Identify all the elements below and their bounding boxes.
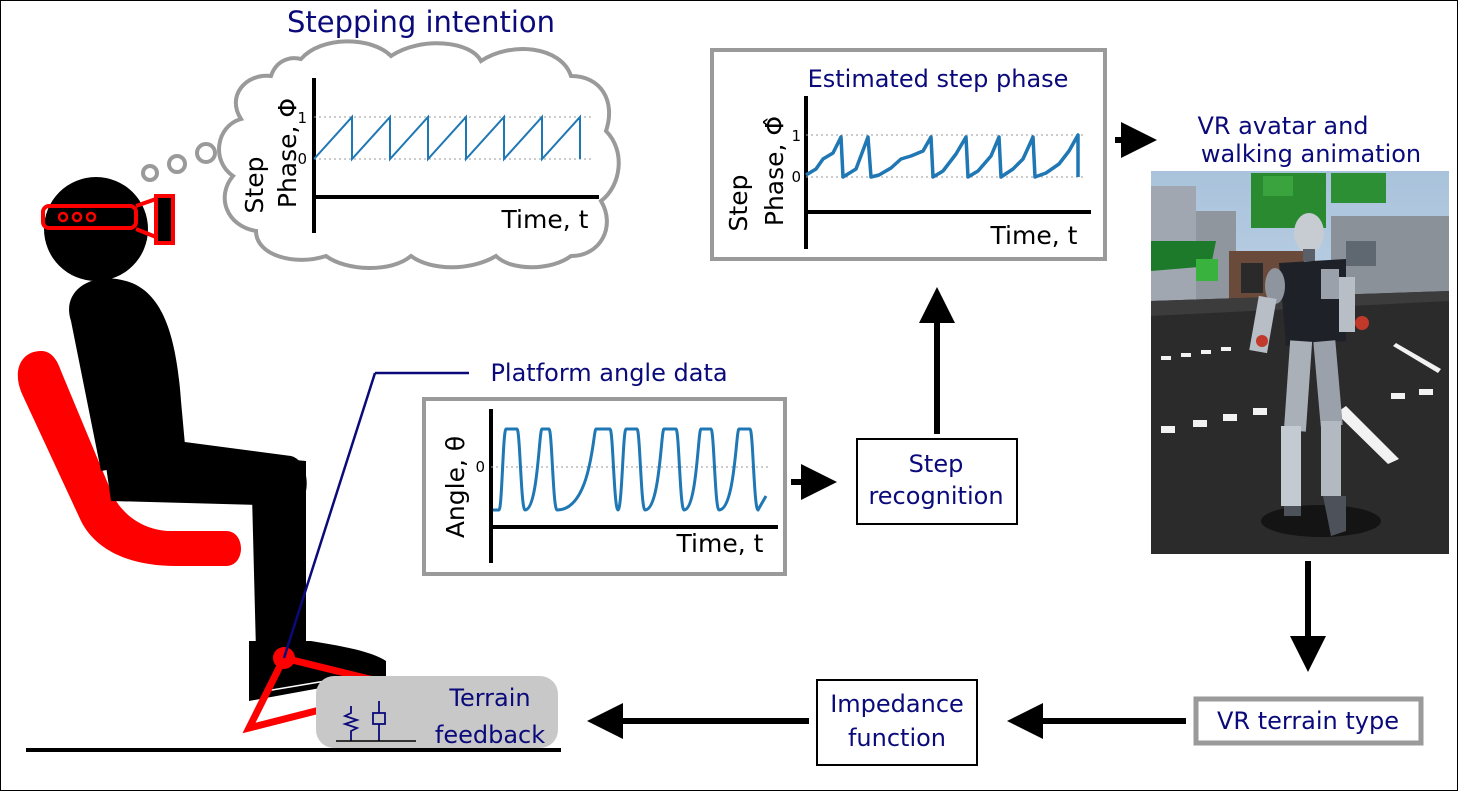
estimated-phase-line	[805, 133, 1080, 179]
spring-damper-icon	[336, 701, 416, 742]
chair-icon	[17, 351, 241, 566]
estimated-phase-panel: Estimated step phase 1 0 Step Phase, Φ̂ …	[710, 48, 1107, 261]
terrain-feedback-label-line2: feedback	[435, 721, 545, 749]
vr-avatar-label-line1: VR avatar and	[1197, 112, 1368, 140]
platform-angle-title: Platform angle data	[490, 359, 727, 387]
step-recognition-line2: recognition	[868, 482, 1003, 510]
vr-headset-icon	[41, 194, 175, 245]
impedance-function-box: Impedance function	[816, 679, 978, 766]
flow-arrows	[587, 122, 1326, 739]
step-recognition-line1: Step	[909, 450, 964, 478]
vr-avatar-label-line2: walking animation	[1201, 140, 1421, 168]
estimated-tick-0: 0	[791, 168, 801, 186]
platform-angle-panel: 0 Angle, θ Time, t	[422, 397, 787, 576]
angle-ylabel: Angle, θ	[441, 436, 470, 538]
platform-leader-line	[282, 372, 377, 659]
intention-tick-1: 1	[297, 109, 307, 127]
vr-terrain-type-label: VR terrain type	[1217, 707, 1399, 735]
stepping-intention-title: Stepping intention	[287, 5, 555, 39]
vr-terrain-type-box: VR terrain type	[1193, 696, 1424, 746]
intention-ylabel-line1: Step	[240, 157, 269, 214]
estimated-tick-1: 1	[791, 127, 801, 145]
vr-scene-image	[1151, 171, 1449, 554]
impedance-line2: function	[848, 724, 946, 752]
estimated-ylabel-line2: Phase, Φ̂	[760, 116, 789, 226]
thought-cloud-outline	[217, 39, 621, 270]
estimated-ylabel-line1: Step	[724, 175, 753, 232]
terrain-feedback-label-line1: Terrain	[448, 684, 530, 712]
intention-tick-0: 0	[297, 150, 307, 168]
estimated-xlabel: Time, t	[990, 221, 1078, 250]
intention-xlabel: Time, t	[501, 205, 589, 234]
intention-phase-line	[313, 114, 582, 162]
angle-xlabel: Time, t	[676, 529, 764, 558]
intention-ylabel-line2: Phase, Φ	[273, 98, 302, 208]
estimated-phase-title: Estimated step phase	[808, 65, 1069, 93]
terrain-feedback-box: Terrain feedback	[316, 676, 558, 749]
thought-cloud	[141, 39, 621, 270]
lane-markings	[1161, 343, 1441, 464]
robot-avatar-icon	[1249, 213, 1369, 536]
angle-line	[493, 427, 768, 512]
impedance-line1: Impedance	[830, 690, 964, 718]
intention-phase-plot: 1 0 Step Phase, Φ Time, t	[240, 78, 599, 234]
step-recognition-box: Step recognition	[856, 438, 1018, 525]
angle-tick-0: 0	[475, 458, 485, 476]
